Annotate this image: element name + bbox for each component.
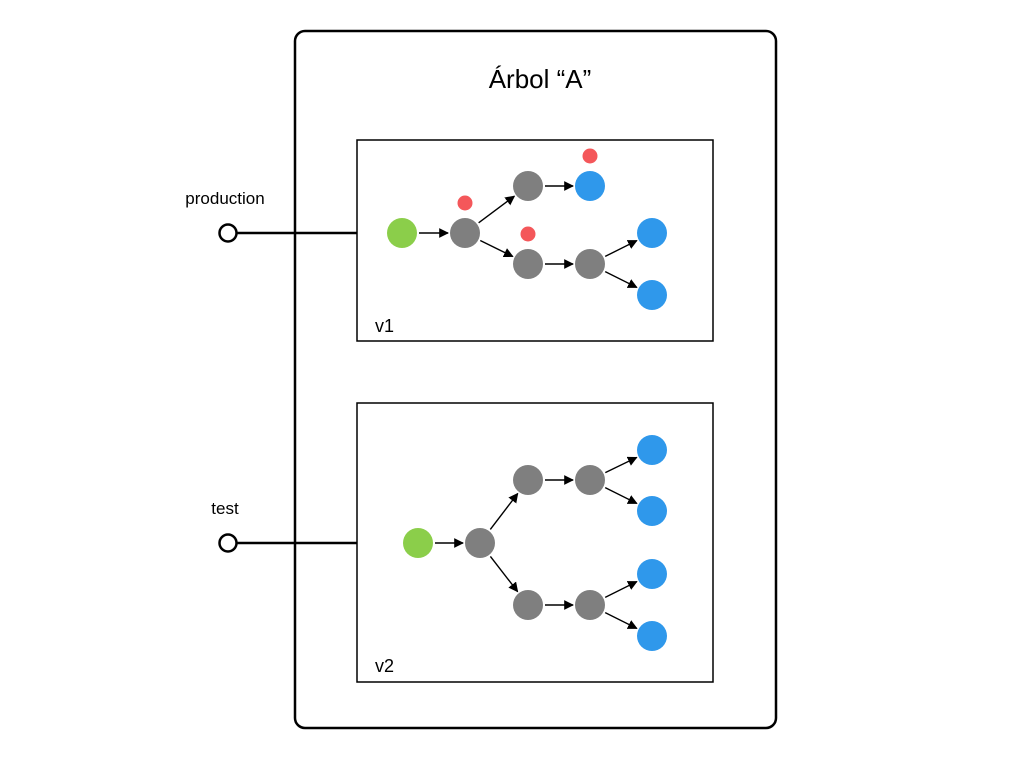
internal-node[interactable]	[450, 218, 480, 248]
edge-arrow	[604, 611, 638, 630]
edges-v2	[435, 456, 638, 630]
nodes-v2	[403, 435, 667, 651]
internal-node[interactable]	[575, 249, 605, 279]
internal-node[interactable]	[513, 465, 543, 495]
edge-arrow	[604, 239, 638, 258]
edge-arrow	[479, 239, 514, 258]
internal-node[interactable]	[513, 590, 543, 620]
leaf-node[interactable]	[637, 621, 667, 651]
edge-arrow	[604, 456, 638, 474]
internal-node[interactable]	[465, 528, 495, 558]
env-pointer-production[interactable]: production	[185, 189, 357, 243]
tree-title: Árbol “A”	[489, 64, 592, 94]
root-node[interactable]	[403, 528, 433, 558]
internal-node[interactable]	[575, 590, 605, 620]
leaf-node[interactable]	[637, 559, 667, 589]
edge-arrow	[604, 486, 638, 505]
version-label-v2: v2	[375, 656, 394, 676]
edges-v1	[419, 181, 638, 289]
nodes-v1	[387, 148, 667, 310]
edge-arrow	[478, 195, 516, 224]
leaf-node[interactable]	[637, 496, 667, 526]
internal-node[interactable]	[513, 249, 543, 279]
env-pointer-test[interactable]: test	[211, 499, 357, 553]
node-marker	[520, 226, 536, 242]
node-marker	[582, 148, 598, 164]
env-label-test: test	[211, 499, 239, 518]
leaf-node[interactable]	[575, 171, 605, 201]
internal-node[interactable]	[513, 171, 543, 201]
root-node[interactable]	[387, 218, 417, 248]
leaf-node[interactable]	[637, 218, 667, 248]
node-marker	[457, 195, 473, 211]
edge-arrow	[489, 556, 519, 593]
version-box-v2: v2	[356, 402, 714, 683]
env-port-test[interactable]	[218, 533, 238, 553]
env-label-production: production	[185, 189, 264, 208]
edge-arrow	[604, 270, 638, 289]
version-label-v1: v1	[375, 316, 394, 336]
env-port-production[interactable]	[218, 223, 238, 243]
leaf-node[interactable]	[637, 435, 667, 465]
edge-arrow	[489, 492, 519, 530]
internal-node[interactable]	[575, 465, 605, 495]
leaf-node[interactable]	[637, 280, 667, 310]
edge-arrow	[604, 580, 638, 599]
version-box-v1: v1	[356, 139, 714, 342]
